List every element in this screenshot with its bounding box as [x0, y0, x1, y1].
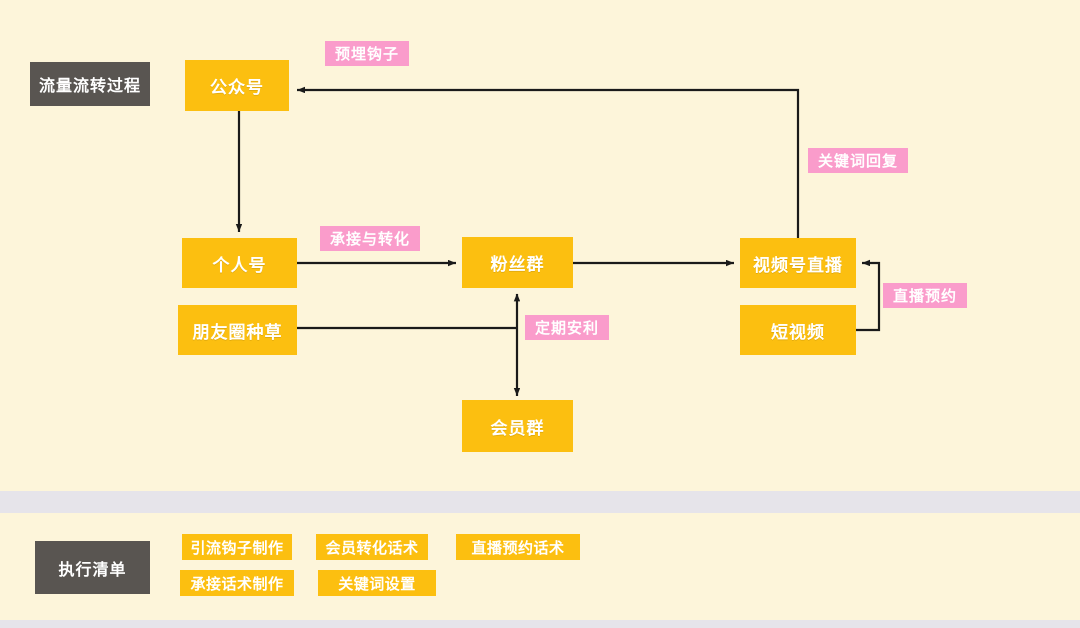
section-divider: [0, 491, 1080, 513]
node-personal-account[interactable]: 个人号: [182, 238, 297, 288]
node-fan-group[interactable]: 粉丝群: [462, 237, 573, 288]
checklist-section-background: [0, 513, 1080, 620]
checklist-item-1[interactable]: 会员转化话术: [316, 534, 428, 560]
node-member-group[interactable]: 会员群: [462, 400, 573, 452]
flow-section-title: 流量流转过程: [30, 62, 150, 106]
checklist-item-2[interactable]: 直播预约话术: [456, 534, 580, 560]
checklist-item-0[interactable]: 引流钩子制作: [182, 534, 292, 560]
edge-label-prebury-hook: 预埋钩子: [325, 41, 410, 66]
node-channel-live[interactable]: 视频号直播: [740, 238, 856, 288]
checklist-item-4[interactable]: 关键词设置: [318, 570, 436, 596]
edge-label-keyword-reply: 关键词回复: [808, 148, 909, 173]
bottom-divider: [0, 620, 1080, 628]
node-short-video[interactable]: 短视频: [740, 305, 856, 355]
node-moments-seeding[interactable]: 朋友圈种草: [178, 305, 297, 355]
edge-label-live-booking: 直播预约: [883, 283, 968, 308]
checklist-item-3[interactable]: 承接话术制作: [180, 570, 294, 596]
edge-label-regular-promote: 定期安利: [525, 315, 610, 340]
node-official-account[interactable]: 公众号: [185, 60, 289, 111]
edge-label-undertake-convert: 承接与转化: [320, 226, 421, 251]
checklist-section-title: 执行清单: [35, 541, 150, 594]
